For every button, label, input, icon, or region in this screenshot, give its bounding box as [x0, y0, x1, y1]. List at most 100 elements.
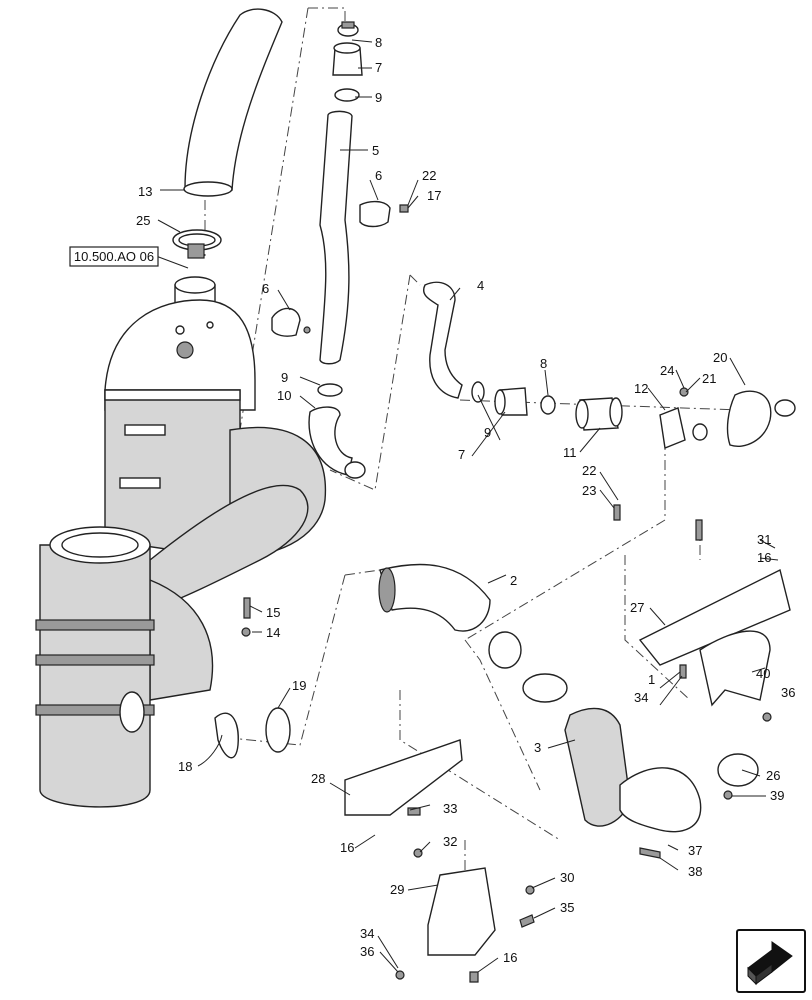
- callout-34-left: 34: [360, 926, 374, 941]
- callout-9: 9: [375, 90, 382, 105]
- callout-36-left: 36: [360, 944, 374, 959]
- callout-21: 21: [702, 371, 716, 386]
- callout-35: 35: [560, 900, 574, 915]
- mounting-brackets[interactable]: [214, 519, 791, 983]
- hose-20: [726, 390, 772, 447]
- callout-28: 28: [311, 771, 325, 786]
- bolt-15: [243, 597, 251, 619]
- callout-22: 22: [422, 168, 436, 183]
- callout-15: 15: [266, 605, 280, 620]
- muffler-assembly[interactable]: [35, 8, 327, 808]
- reference-box: [69, 246, 159, 267]
- clamp-25-bolt: [187, 243, 205, 259]
- callout-31: 31: [757, 532, 771, 547]
- bolt-38: [639, 847, 661, 859]
- nut-36-right: [762, 712, 772, 722]
- callout-20: 20: [713, 350, 727, 365]
- callout-12: 12: [634, 381, 648, 396]
- clamp-9-top: [334, 88, 360, 102]
- clamp-26: [717, 753, 759, 787]
- next-page-arrow-icon: [747, 941, 793, 986]
- leader-lines: [155, 39, 779, 973]
- crossover-pipe: [149, 484, 309, 611]
- hose-2: [379, 563, 491, 632]
- callout-27: 27: [630, 600, 644, 615]
- nut-32: [413, 848, 423, 858]
- elbow-10: [308, 406, 353, 476]
- tail-pipe-13: [184, 8, 283, 191]
- hose-4: [423, 281, 463, 399]
- front-canister: [39, 544, 151, 808]
- callout-23: 23: [582, 483, 596, 498]
- callout-32: 32: [443, 834, 457, 849]
- bracket-27: [638, 568, 791, 666]
- callout-33: 33: [443, 801, 457, 816]
- callout-8-row: 8: [540, 356, 547, 371]
- clamp-v-band: [522, 673, 568, 703]
- nut-39: [723, 790, 733, 800]
- canister-strap-c: [35, 704, 155, 716]
- callout-18: 18: [178, 759, 192, 774]
- callout-16-left: 16: [340, 840, 354, 855]
- callout-38: 38: [688, 864, 702, 879]
- callout-16-bottom: 16: [503, 950, 517, 965]
- callout-29: 29: [390, 882, 404, 897]
- bracket-12: [659, 407, 686, 449]
- intake-hose-row[interactable]: [423, 281, 796, 521]
- callout-24: 24: [660, 363, 674, 378]
- callout-13: 13: [138, 184, 152, 199]
- tube-5: [319, 110, 353, 365]
- nut-36-left: [395, 970, 405, 980]
- callout-6-lower: 6: [262, 281, 269, 296]
- callout-2: 2: [510, 573, 517, 588]
- bolt-23: [613, 504, 621, 521]
- canister-strap-b: [35, 654, 155, 666]
- callout-5: 5: [372, 143, 379, 158]
- callout-4: 4: [477, 278, 484, 293]
- callout-16-right: 16: [757, 550, 771, 565]
- callout-9-lower: 9: [281, 370, 288, 385]
- callout-26: 26: [766, 768, 780, 783]
- muffler-bracket-b: [119, 477, 161, 489]
- clamp-9-lower: [317, 383, 343, 397]
- reference-label: 10.500.AO 06: [74, 249, 154, 264]
- callout-25: 25: [136, 213, 150, 228]
- reference-callout[interactable]: 10.500.AO 06: [69, 246, 159, 267]
- clamp-row-right: [692, 423, 708, 441]
- bolt-17: [399, 204, 409, 213]
- callout-39: 39: [770, 788, 784, 803]
- washer-14: [241, 627, 251, 637]
- lower-crossover-pipe: [149, 578, 214, 701]
- callout-40: 40: [756, 666, 770, 681]
- next-page-button[interactable]: [736, 929, 806, 993]
- bracket-28: [344, 739, 463, 816]
- seal-ring: [488, 631, 522, 669]
- callout-36-right: 36: [781, 685, 795, 700]
- callout-22-row: 22: [582, 463, 596, 478]
- canister-inlet: [119, 691, 145, 733]
- bolt-35: [519, 914, 535, 928]
- tube-5-assembly[interactable]: [271, 21, 409, 479]
- callout-34-right: 34: [634, 690, 648, 705]
- callout-8: 8: [375, 35, 382, 50]
- callout-19: 19: [292, 678, 306, 693]
- callout-9-row: 9: [484, 425, 491, 440]
- bracket-6-lower: [271, 307, 301, 337]
- bracket-6-upper: [359, 200, 391, 228]
- gasket-18: [214, 712, 239, 759]
- callout-6: 6: [375, 168, 382, 183]
- callout-37: 37: [688, 843, 702, 858]
- bolt-34-right: [679, 664, 687, 679]
- elbow-pipe: [619, 767, 702, 833]
- clamp-8-row: [540, 395, 556, 415]
- callout-3: 3: [534, 740, 541, 755]
- canister-strap-a: [35, 619, 155, 631]
- callout-14: 14: [266, 625, 280, 640]
- callout-7-row: 7: [458, 447, 465, 462]
- callout-11: 11: [563, 445, 577, 460]
- lower-pipe-assembly[interactable]: [378, 563, 759, 859]
- callout-1: 1: [648, 672, 655, 687]
- callout-numbers: 8 7 9 5 6 22 17 13 25 6 9 10 4 8 9 7 11 …: [136, 35, 795, 965]
